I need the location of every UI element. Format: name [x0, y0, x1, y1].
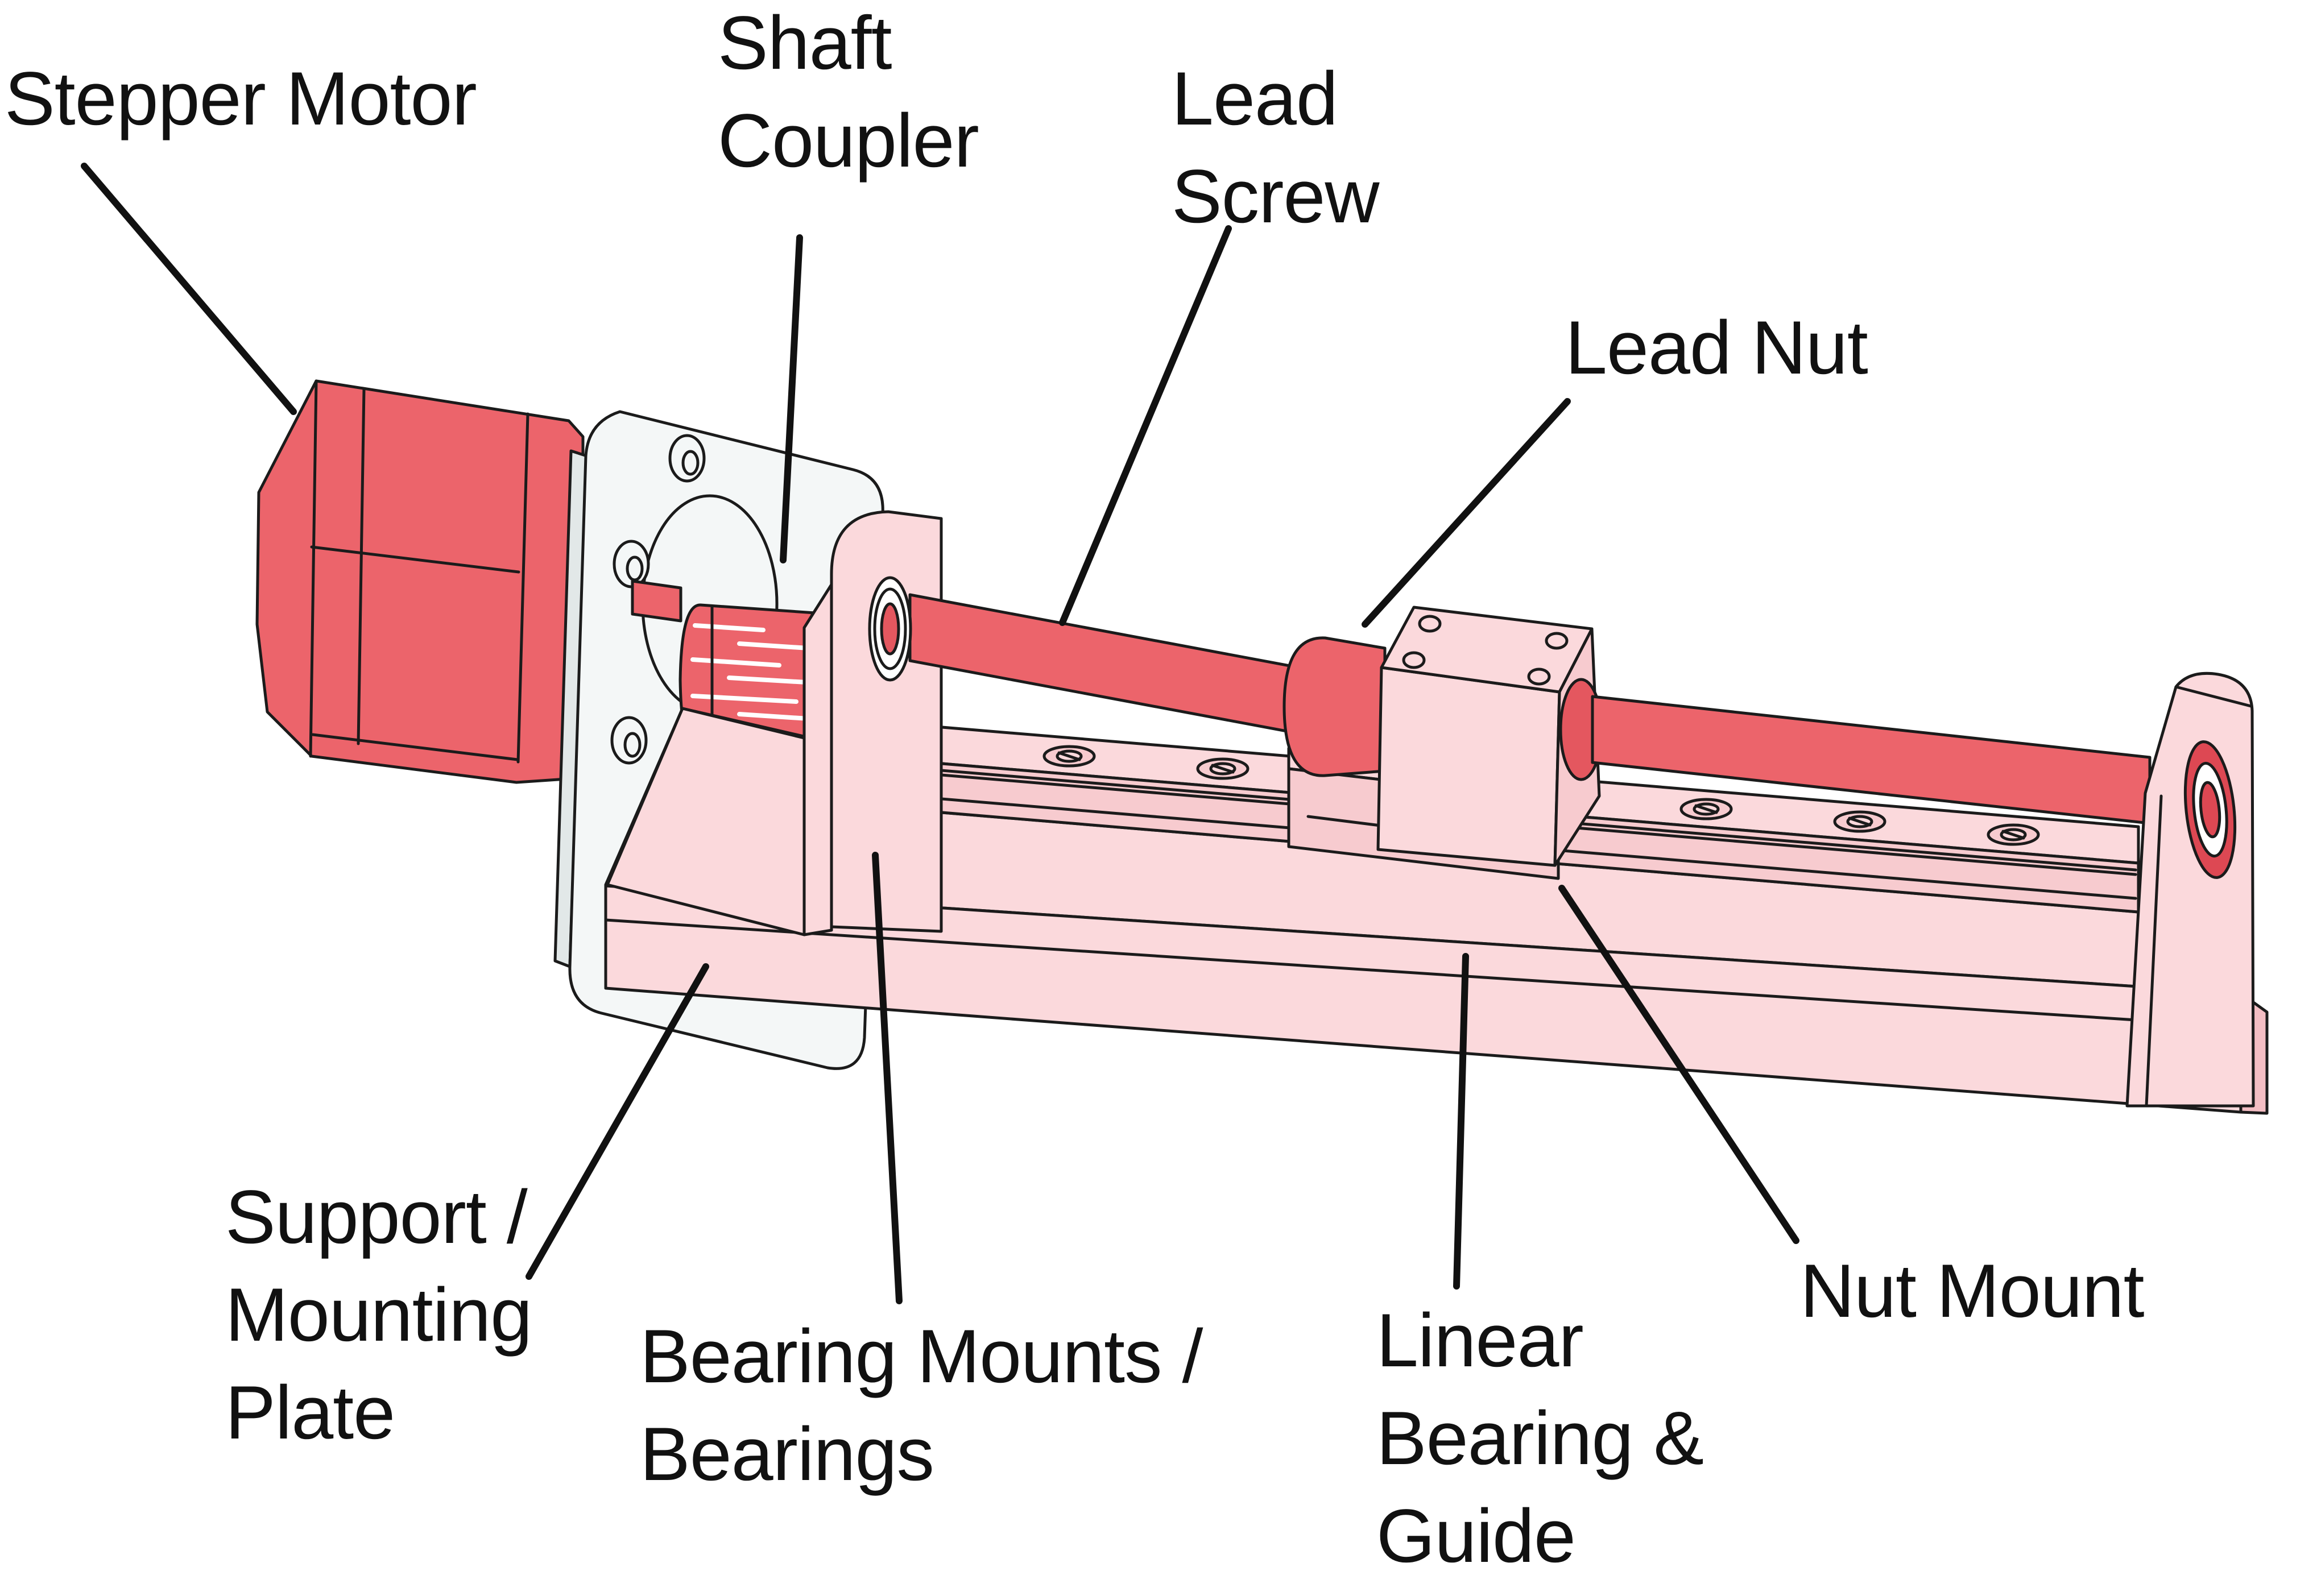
label-line: Bearing &	[1376, 1396, 1704, 1481]
rail-screw-hole	[1833, 810, 1886, 833]
label-line: Lead	[1172, 57, 1338, 141]
leader-nut-mount	[1558, 885, 1799, 1244]
label-line: Coupler	[718, 99, 979, 183]
label-line: Stepper Motor	[5, 57, 477, 141]
label-line: Plate	[225, 1371, 395, 1455]
label-line: Guide	[1376, 1494, 1576, 1578]
leader-bearing-mounts	[872, 852, 903, 1304]
label-lead-nut: Lead Nut	[1565, 299, 1868, 397]
nut-mount-part	[1376, 606, 1603, 867]
plate-hole	[668, 434, 706, 483]
label-nut-mount: Nut Mount	[1800, 1242, 2145, 1340]
label-stepper-motor: Stepper Motor	[5, 50, 477, 148]
label-line: Lead Nut	[1565, 306, 1868, 390]
leader-lead-screw	[1059, 225, 1232, 626]
rail-screw-hole	[1042, 745, 1096, 768]
label-line: Bearings	[640, 1412, 934, 1496]
label-line: Nut Mount	[1800, 1249, 2145, 1333]
leader-lines	[81, 163, 1799, 1304]
label-line: Mounting	[225, 1273, 532, 1357]
label-line: Linear	[1376, 1299, 1584, 1383]
end-bearing-rings	[2183, 740, 2237, 879]
label-bearing-mounts: Bearing Mounts / Bearings	[640, 1308, 1203, 1503]
plate-hole	[610, 716, 648, 765]
lead-nut-part	[1282, 636, 1387, 777]
plate-hole	[613, 540, 650, 588]
rail-screw-hole	[1679, 798, 1733, 820]
end-bearing-mount-part	[2125, 671, 2255, 1108]
label-line: Shaft	[718, 1, 892, 85]
lead-screw-part	[908, 593, 1310, 737]
label-lead-screw: Lead Screw	[1172, 50, 1380, 246]
leader-linear-bearing-guide	[1453, 953, 1469, 1290]
leader-support-mounting-plate	[526, 963, 709, 1280]
rail-screw-hole	[1196, 757, 1250, 780]
label-linear-bearing-guide: Linear Bearing & Guide	[1376, 1292, 1704, 1585]
label-line: Support /	[225, 1175, 528, 1259]
label-line: Screw	[1172, 155, 1380, 239]
label-shaft-coupler: Shaft Coupler	[718, 0, 979, 190]
leader-stepper-motor	[81, 163, 297, 415]
leader-lead-nut	[1362, 398, 1571, 628]
stepper-motor-part	[255, 379, 585, 784]
label-line: Bearing Mounts /	[640, 1315, 1203, 1399]
label-support-mounting-plate: Support / Mounting Plate	[225, 1168, 532, 1462]
bearing-rings	[868, 576, 912, 682]
rail-screw-hole	[1987, 823, 2040, 846]
bearing-mount-part	[606, 510, 943, 936]
motor-shaft	[631, 579, 682, 623]
leader-shaft-coupler	[780, 234, 803, 563]
